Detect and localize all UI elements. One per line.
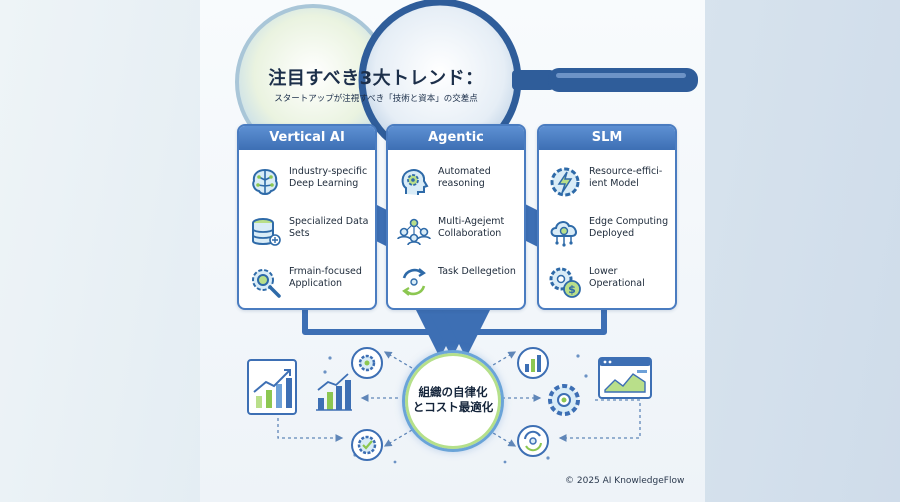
bar-chart-icon	[316, 373, 352, 411]
lightning-gear-icon	[550, 167, 580, 197]
dashboard-window-icon	[598, 357, 652, 399]
column-title: SLM	[539, 126, 675, 150]
item-text: Task Dellegetion	[438, 266, 516, 277]
page-title: 注目すべき3大トレンド：	[268, 68, 484, 89]
hub-line-2: とコスト最適化	[412, 400, 494, 414]
item-text: Automated reasoning	[438, 166, 491, 189]
list-item: Multi-Agejemt Collaboration	[396, 212, 520, 252]
list-item: Frmain-focused Application	[247, 262, 371, 302]
list-item: Edge Computing Deployed	[547, 212, 671, 252]
gear-circle-icon	[351, 347, 383, 379]
head-gear-icon	[401, 169, 429, 195]
chart-circle-icon	[517, 347, 549, 379]
cloud-gear-icon	[550, 221, 577, 247]
team-icon	[397, 218, 431, 246]
hub-label: 組織の自律化 とコスト最適化	[405, 385, 501, 415]
hub-line-1: 組織の自律化	[418, 385, 488, 399]
list-item: Resource-effici-ient Model	[547, 162, 671, 202]
item-text: Multi-Agejemt Collaboration	[438, 216, 505, 239]
list-item: Task Dellegetion	[396, 262, 520, 302]
list-item: Automated reasoning	[396, 162, 520, 202]
list-item: Industry-specific Deep Learning	[247, 162, 371, 202]
page-subtitle: スタートアップが注視すべき「技術と資本」の交差点	[274, 94, 478, 104]
gear-search-icon	[252, 269, 281, 298]
hub-circle: 組織の自律化 とコスト最適化	[402, 350, 504, 452]
list-item: Specialized Data Sets	[247, 212, 371, 252]
brain-circuit-icon	[252, 168, 278, 195]
column-slm: SLM Resource-effici-ient Model Edge Comp…	[537, 124, 677, 310]
item-text: Resource-effici-ient Model	[589, 166, 663, 189]
column-agentic-workflows: Agentic Workflows Automated reasoning Mu…	[386, 124, 526, 310]
column-title: Agentic Workflows	[388, 126, 524, 169]
gear-dollar-icon: $	[549, 267, 581, 298]
list-item: $ Lower Operational	[547, 262, 671, 302]
item-text: Specialized Data Sets	[289, 216, 369, 239]
settings-gear-icon	[548, 384, 580, 416]
copyright-text: © 2025 AI KnowledgeFlow	[565, 476, 685, 486]
item-text: Frmain-focused Application	[289, 266, 362, 289]
growth-chart-icon	[247, 359, 297, 415]
check-gear-icon	[351, 429, 383, 461]
title-block: 注目すべき3大トレンド： スタートアップが注視すべき「技術と資本」の交差点	[246, 64, 506, 104]
cycle-arrows-icon	[402, 268, 426, 296]
magnifier-icon	[235, 0, 698, 162]
item-text: Industry-specific Deep Learning	[289, 166, 368, 189]
item-text: Lower Operational	[589, 266, 645, 289]
database-icon	[252, 218, 281, 246]
item-text: Edge Computing Deployed	[589, 216, 669, 239]
column-vertical-ai: Vertical AI Industry-specific Deep Learn…	[237, 124, 377, 310]
svg-text:$: $	[568, 283, 576, 296]
column-title: Vertical AI	[239, 126, 375, 150]
refresh-gear-icon	[517, 425, 549, 457]
